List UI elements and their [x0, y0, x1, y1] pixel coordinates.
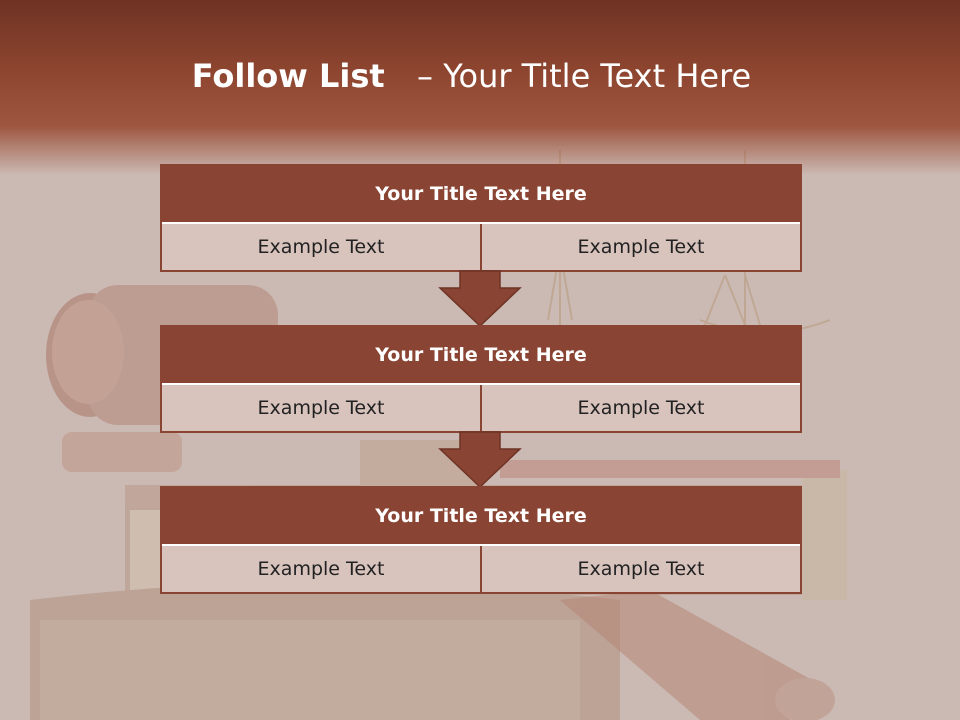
- title-bold: Follow List: [191, 57, 385, 95]
- title-rest: Your Title Text Here: [443, 57, 752, 95]
- header-band: [0, 0, 960, 175]
- step-row-1: Example Text Example Text: [162, 224, 800, 270]
- step-2-left-cell: Example Text: [162, 385, 480, 431]
- gavel-handle-illustration: [560, 590, 835, 720]
- step-1-right-cell: Example Text: [480, 224, 800, 270]
- step-row-3: Example Text Example Text: [162, 546, 800, 592]
- step-2-right-cell: Example Text: [480, 385, 800, 431]
- step-title-3: Your Title Text Here: [162, 488, 800, 546]
- step-title-1: Your Title Text Here: [162, 166, 800, 224]
- title-dash: –: [417, 57, 434, 95]
- step-3-right-cell: Example Text: [480, 546, 800, 592]
- step-row-2: Example Text Example Text: [162, 385, 800, 431]
- down-arrow-icon: [438, 431, 522, 489]
- step-title-2: Your Title Text Here: [162, 327, 800, 385]
- step-card-2: Your Title Text Here Example Text Exampl…: [160, 325, 802, 433]
- down-arrow-icon: [438, 270, 522, 328]
- step-card-1: Your Title Text Here Example Text Exampl…: [160, 164, 802, 272]
- step-card-3: Your Title Text Here Example Text Exampl…: [160, 486, 802, 594]
- slide-title: Follow List – Your Title Text Here: [0, 56, 943, 96]
- step-3-left-cell: Example Text: [162, 546, 480, 592]
- step-1-left-cell: Example Text: [162, 224, 480, 270]
